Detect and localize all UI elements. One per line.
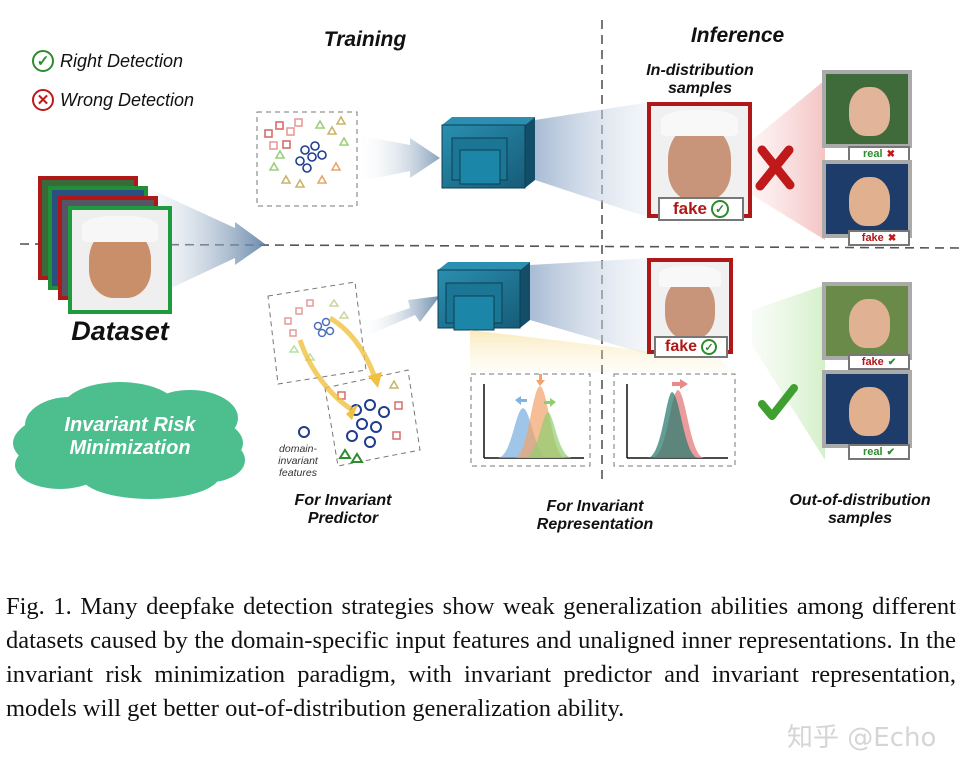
tag-real-bottom: real ✔ [848,444,910,460]
cross-icon: ✖ [887,232,897,244]
check-icon: ✓ [711,200,730,218]
tag-fake-bottom-2: fake ✔ [848,354,910,370]
figure: ✓ Right Detection ✕ Wrong Detection Trai… [13,20,961,534]
inference-title: Inference [690,24,785,47]
legend-right-label: Right Detection [60,50,184,71]
tag-real-bottom-text: real [863,446,883,458]
domain-invariant-label: domain-invariant features [278,443,318,480]
watermark: 知乎 @Echo [787,723,937,753]
out-of-distribution-label: Out-of-distribution samples [789,492,931,528]
representation-fan [470,330,735,372]
wrong-beam [752,80,825,240]
network-cube-top [441,117,535,189]
dataset-image-front [68,206,172,314]
feature-circle-icon [298,426,310,438]
check-icon: ✔ [886,446,895,458]
training-arrow-bottom [360,296,440,338]
tag-fake-bottom-text: fake [664,338,698,355]
tag-fake-top-2-text: fake [861,232,884,244]
tag-fake-top-2: fake ✖ [848,230,910,246]
cross-icon: ✕ [32,89,54,111]
inference-beam-bottom [530,258,650,355]
right-check-icon [758,384,798,420]
tag-fake-top-text: fake [672,199,708,218]
network-cube-bottom [437,262,530,331]
check-icon: ✓ [32,50,54,72]
right-beam [752,285,825,460]
right-sample-1 [822,282,912,360]
distribution-panel-left [470,373,591,467]
irm-cloud [13,382,245,499]
training-feature-cluster [256,111,358,207]
tag-fake-top: fake ✓ [658,197,744,221]
right-sample-2 [822,370,912,448]
irm-cloud-label: Invariant Risk Minimization [64,414,196,459]
inference-beam-top [535,102,650,218]
wrong-x-icon [755,145,795,191]
dataset-label: Dataset [71,316,169,346]
cross-icon: ✖ [886,148,895,160]
legend-wrong-label: Wrong Detection [60,89,195,110]
wrong-sample-2 [822,160,912,238]
check-icon: ✓ [701,339,718,355]
legend-right: ✓ Right Detection [32,50,183,72]
distribution-panel-right [613,373,736,467]
legend-wrong: ✕ Wrong Detection [32,89,194,111]
figure-graphics [13,20,961,499]
tag-real-top-text: real [863,148,883,160]
wrong-sample-1 [822,70,912,148]
check-icon: ✔ [887,356,897,368]
invariant-predictor-planes [267,281,421,467]
training-arrow-top [357,135,440,182]
tag-fake-bottom: fake ✓ [654,336,728,358]
invariant-predictor-label: For Invariant Predictor [294,492,392,528]
training-title: Training [323,28,407,51]
invariant-representation-label: For Invariant Representation [536,498,654,534]
tag-fake-bottom-2-text: fake [861,356,884,368]
in-distribution-label: In-distribution samples [646,62,754,98]
figure-caption: Fig. 1. Many deepfake detection strategi… [6,593,956,722]
